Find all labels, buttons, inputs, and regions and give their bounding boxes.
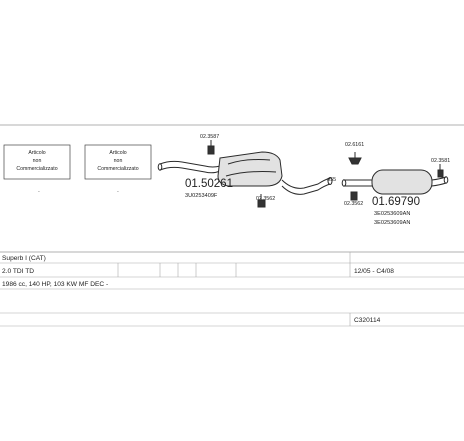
front-silencer-drawing bbox=[157, 151, 333, 195]
note-left-line-1: Articolo bbox=[28, 150, 45, 156]
rear-hanger-icon bbox=[437, 164, 444, 178]
reference-code: C320114 bbox=[354, 317, 381, 324]
note-left-line-2: non bbox=[33, 158, 42, 164]
note-box-right: Articolo non Commercializzato . bbox=[84, 144, 152, 194]
front-clamp-code: 02.3587 bbox=[200, 134, 219, 140]
front-hanger-code: 02.3562 bbox=[256, 196, 275, 202]
front-hanger-icon bbox=[257, 194, 266, 208]
rear-hanger-code: 02.3581 bbox=[431, 158, 450, 164]
production-years: 12/05 - C4/08 bbox=[354, 268, 394, 275]
front-clamp-icon bbox=[207, 140, 215, 155]
note-right-line-2: non bbox=[114, 158, 123, 164]
engine-type: 2.0 TDI TD bbox=[2, 268, 34, 275]
front-part-number: 01.50261 bbox=[185, 178, 233, 190]
pipe-diameter-label: ø55 bbox=[327, 177, 336, 183]
rear-clamp-icon bbox=[350, 191, 358, 201]
svg-text:.: . bbox=[38, 188, 40, 194]
rear-mount-icon bbox=[348, 152, 362, 165]
rear-clamp-code: 02.3562 bbox=[344, 201, 363, 207]
engine-spec: 1986 cc, 140 HP, 103 KW MF DEC - bbox=[2, 281, 108, 288]
rear-silencer-drawing bbox=[341, 169, 449, 195]
svg-text:.: . bbox=[117, 188, 119, 194]
model-name: Superb I (CAT) bbox=[2, 255, 46, 262]
rear-oem-code-1: 3E0253609AN bbox=[374, 211, 410, 217]
front-oem-code: 3U0253409F bbox=[185, 193, 218, 199]
note-right-line-1: Articolo bbox=[109, 150, 126, 156]
rear-part-number: 01.69790 bbox=[372, 196, 420, 208]
note-box-left: Articolo non Commercializzato . bbox=[3, 144, 71, 194]
note-right-line-3: Commercializzato bbox=[97, 166, 138, 172]
vehicle-info-table bbox=[0, 252, 464, 327]
rear-mount-code: 02.6161 bbox=[345, 142, 364, 148]
rear-oem-code-2: 3E0253609AN bbox=[374, 220, 410, 226]
note-left-line-3: Commercializzato bbox=[16, 166, 57, 172]
